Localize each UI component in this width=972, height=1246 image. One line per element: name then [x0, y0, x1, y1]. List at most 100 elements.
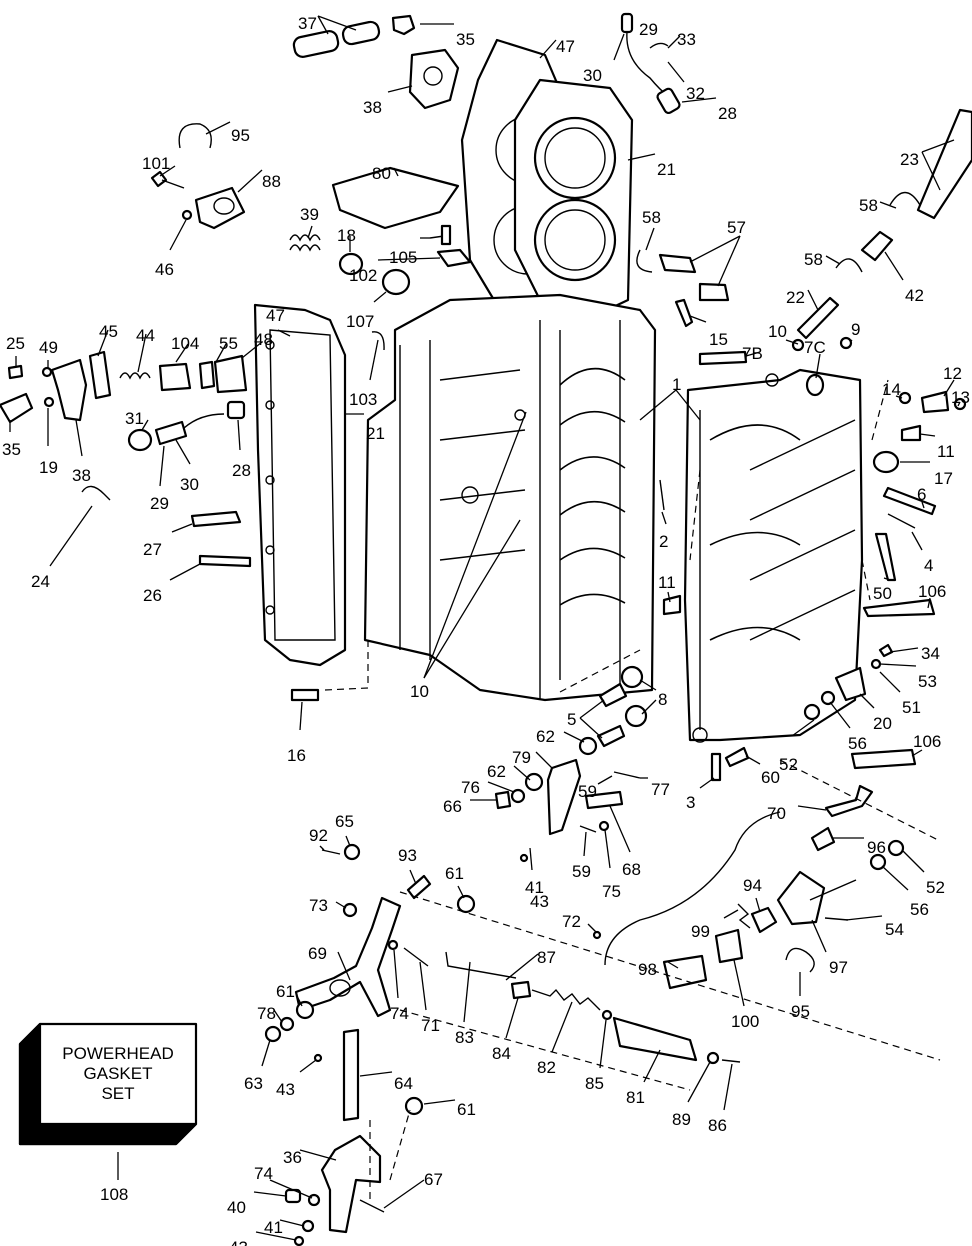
callout-29: 29	[150, 494, 169, 513]
callout-16: 16	[287, 746, 306, 765]
bushing-96	[810, 826, 836, 852]
pin-10-top	[791, 338, 805, 352]
callout-24: 24	[31, 572, 50, 591]
callout-1: 1	[672, 375, 681, 394]
pin-93	[406, 874, 432, 900]
callout-62: 62	[487, 762, 506, 781]
callout-14: 14	[882, 380, 901, 399]
wire-30-left	[183, 413, 225, 429]
callout-7B: 7B	[742, 344, 763, 363]
o-ring-19	[43, 396, 55, 408]
callout-46: 46	[155, 260, 174, 279]
bushing-7c	[805, 373, 825, 397]
callout-106: 106	[913, 732, 941, 751]
nut-43-bottom	[293, 1235, 305, 1246]
callout-17: 17	[934, 469, 953, 488]
callout-93: 93	[398, 846, 417, 865]
spring-44	[119, 372, 151, 380]
plug-73	[342, 902, 358, 918]
callout-20: 20	[873, 714, 892, 733]
callout-51: 51	[902, 698, 921, 717]
fitting-42	[860, 230, 894, 262]
callout-38: 38	[72, 466, 91, 485]
callout-34: 34	[921, 644, 940, 663]
nut-52-a	[803, 703, 821, 721]
callout-12: 12	[943, 364, 962, 383]
callout-75: 75	[602, 882, 621, 901]
valve-5-a	[598, 682, 628, 708]
callout-21: 21	[657, 160, 676, 179]
callout-102: 102	[349, 266, 377, 285]
pin-92	[321, 849, 341, 855]
bolt-6	[882, 486, 937, 516]
hose-37	[292, 20, 381, 58]
lever-79	[546, 758, 582, 836]
spring-99	[737, 903, 751, 929]
nut-61-low	[404, 1096, 424, 1116]
callout-81: 81	[626, 1088, 645, 1107]
callout-61: 61	[276, 982, 295, 1001]
callout-25: 25	[6, 334, 25, 353]
nut-84	[510, 980, 532, 1000]
callout-59: 59	[578, 782, 597, 801]
callout-43: 43	[530, 892, 549, 911]
cover-gasket-80	[331, 166, 460, 230]
link-106-b	[850, 748, 917, 770]
lever-36	[320, 1134, 382, 1234]
rod-83	[445, 951, 517, 979]
gasket-set-line-1: POWERHEAD	[62, 1044, 173, 1063]
fitting-25	[7, 364, 24, 380]
callout-64: 64	[394, 1074, 413, 1093]
hose-23	[916, 108, 972, 220]
disc-8-b	[624, 704, 648, 728]
callout-68: 68	[622, 860, 641, 879]
callout-11: 11	[658, 573, 676, 592]
fitting-35-top	[391, 14, 416, 36]
nut-62-a	[578, 736, 598, 756]
bracket-100	[714, 928, 744, 964]
callout-95: 95	[231, 126, 250, 145]
valve-104	[158, 362, 192, 392]
water-pump-38-top	[408, 48, 460, 110]
callout-58: 58	[642, 208, 661, 227]
callout-44: 44	[136, 326, 155, 345]
callout-58: 58	[859, 196, 878, 215]
crankcase-cover	[683, 368, 864, 743]
tube-22	[796, 296, 840, 340]
retainer-103	[371, 331, 385, 351]
callout-78: 78	[257, 1004, 276, 1023]
callout-23: 23	[900, 150, 919, 169]
callout-38: 38	[363, 98, 382, 117]
callout-47: 47	[556, 37, 575, 56]
clamp-58-a	[636, 249, 653, 273]
callout-4: 4	[924, 556, 933, 575]
callout-15: 15	[709, 330, 728, 349]
sensor-29-left	[154, 420, 188, 446]
lever-69-hub	[329, 979, 351, 997]
callout-61: 61	[445, 864, 464, 883]
callout-105: 105	[389, 248, 417, 267]
callout-58: 58	[804, 250, 823, 269]
o-ring-49	[41, 366, 53, 378]
exhaust-cover	[253, 303, 347, 667]
washer-74-low	[307, 1193, 321, 1207]
callout-41: 41	[264, 1218, 283, 1237]
bolt-50	[874, 532, 897, 582]
hose-57	[658, 253, 730, 302]
callout-5: 5	[567, 710, 576, 729]
thermostat-housing-88	[194, 186, 246, 230]
plug-18	[338, 252, 364, 276]
callout-31: 31	[125, 409, 144, 428]
bearing-journals	[559, 367, 626, 606]
pump-38-left	[50, 358, 88, 422]
callout-74: 74	[254, 1164, 273, 1183]
callout-30: 30	[583, 66, 602, 85]
pin-54	[824, 917, 849, 921]
callout-26: 26	[143, 586, 162, 605]
callout-22: 22	[786, 288, 805, 307]
callout-95: 95	[791, 1002, 810, 1021]
callout-96: 96	[867, 838, 886, 857]
callout-52: 52	[926, 878, 945, 897]
